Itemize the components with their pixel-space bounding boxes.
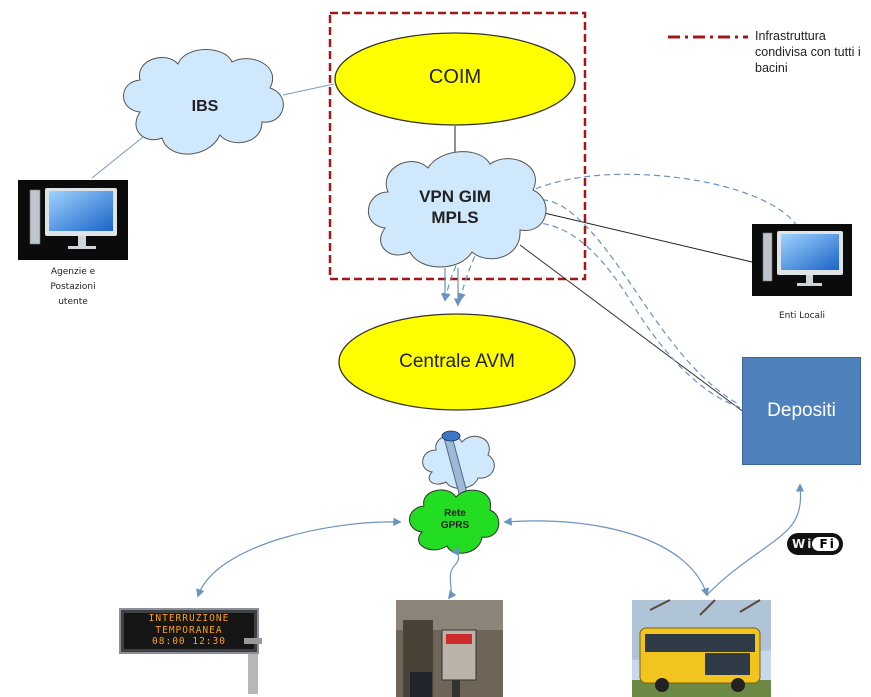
ibs-to-agenzie-line	[91, 132, 149, 179]
gprs-to-bus-link	[503, 517, 710, 597]
ibs-to-coim-line	[282, 83, 335, 96]
coim-label: COIM	[428, 66, 482, 88]
rete-gprs-cloud	[409, 489, 500, 554]
bus-photo	[632, 599, 771, 697]
gprs-to-sign-link	[196, 517, 402, 598]
router-icon	[441, 430, 461, 442]
legend-label: Infrastruttura condivisa con tutti i bac…	[755, 29, 861, 75]
ibs-cloud	[123, 49, 284, 155]
sign-line-3: 08:00 12:30	[152, 636, 226, 647]
centrale-avm-label: Centrale AVM	[399, 351, 515, 372]
sign-text: INTERRUZIONE TEMPORANEA 08:00 12:30	[124, 613, 254, 649]
enti-locali-label: Enti Locali	[778, 311, 826, 321]
bus-to-depositi-wifi-link	[706, 483, 805, 596]
centrale-avm-node	[338, 313, 576, 411]
agenzie-label: Agenzie e Postazioni utente	[50, 267, 96, 307]
wifi-logo-icon	[787, 533, 843, 555]
vpn-to-depositi-line	[519, 244, 746, 414]
vpn-to-enti-line	[539, 211, 753, 263]
vpn-gim-mpls-cloud	[368, 151, 547, 268]
ibs-label: IBS	[191, 98, 219, 115]
enti-locali-computer-icon	[752, 224, 852, 296]
vpn-gim-mpls-label: VPN GIM MPLS	[419, 187, 491, 227]
bus-stop-photo	[396, 600, 503, 697]
sign-line-2: TEMPORANEA	[155, 624, 223, 636]
gprs-to-stop-link	[447, 546, 460, 600]
rete-gprs-label: Rete GPRS	[440, 508, 470, 531]
sign-line-1: INTERRUZIONE	[148, 613, 230, 624]
message-sign-image	[119, 608, 262, 694]
wifi-text: Wi Fi	[792, 537, 836, 551]
coim-node	[334, 32, 576, 126]
agenzie-computer-icon	[18, 180, 128, 260]
depositi-label: Depositi	[767, 400, 836, 421]
depositi-box: Depositi	[742, 357, 861, 465]
